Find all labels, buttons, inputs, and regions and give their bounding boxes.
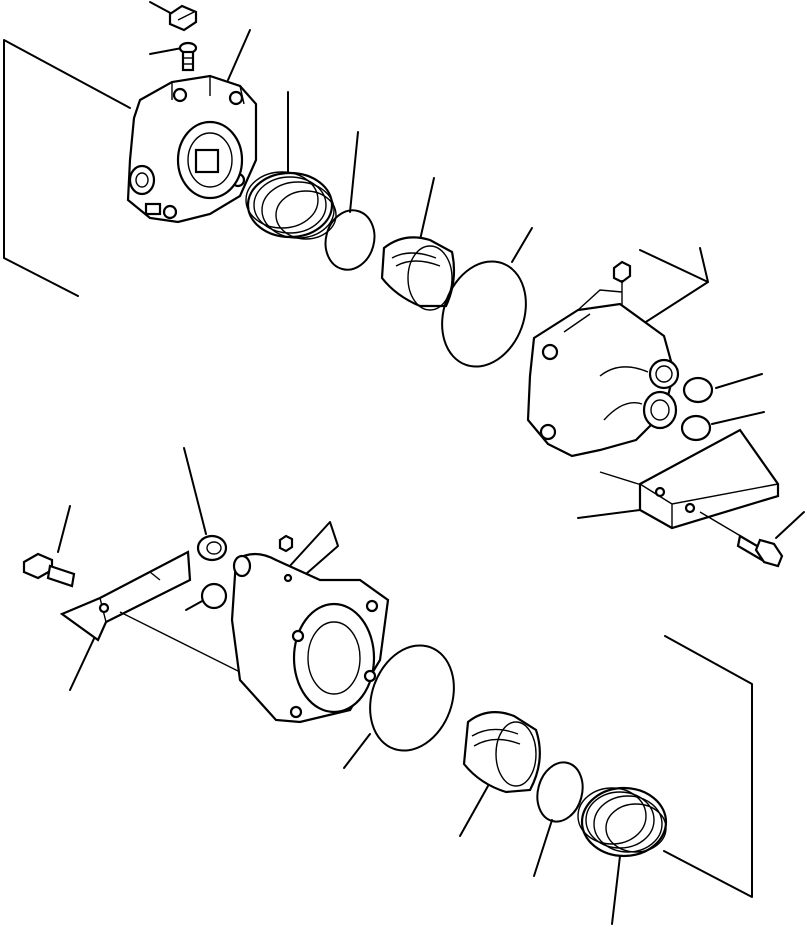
upper-large-o-ring <box>441 227 533 368</box>
plug-upper-right <box>682 373 763 404</box>
group-bracket-upper <box>3 39 131 297</box>
grease-nipple <box>149 41 198 72</box>
group-bracket-lower <box>663 635 753 898</box>
right-bracket <box>577 428 780 530</box>
small-screw-top <box>149 1 198 32</box>
upper-small-o-ring <box>324 131 376 271</box>
upper-cover-housing <box>126 29 258 224</box>
lower-large-o-ring <box>343 644 455 769</box>
lower-piston <box>459 711 541 837</box>
small-seal-ring <box>183 447 228 562</box>
upper-piston <box>380 177 456 311</box>
lower-small-o-ring <box>533 761 584 877</box>
plug-lower-right <box>680 411 765 442</box>
upper-spring <box>245 91 337 240</box>
lower-spring <box>577 786 668 925</box>
left-bolt <box>22 505 76 588</box>
lower-housing <box>230 521 390 724</box>
right-housing <box>526 247 709 458</box>
right-bolt <box>699 511 805 568</box>
small-plug <box>185 582 228 611</box>
